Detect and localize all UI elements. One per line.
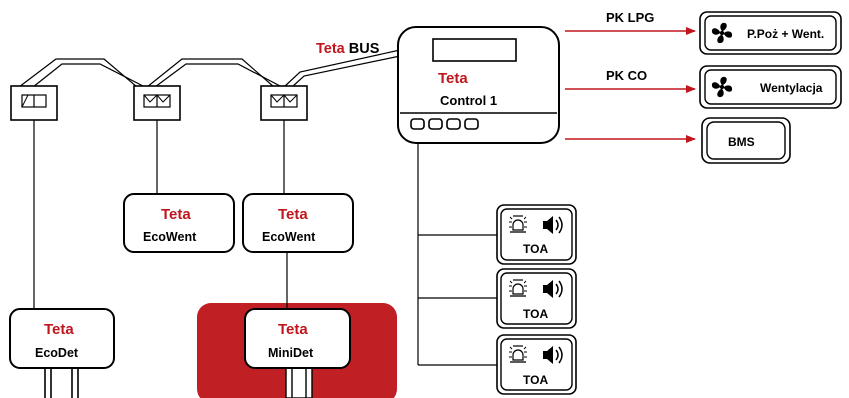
bus-label: Teta BUS: [316, 41, 380, 57]
controller-teta-control[interactable]: Teta Control 1: [397, 26, 560, 144]
junction-box-3: [260, 85, 308, 121]
toa-wiring: [417, 143, 498, 366]
output-arrows: [565, 27, 696, 143]
toa-signaller-2[interactable]: TOA: [496, 268, 577, 329]
device-wentylacja[interactable]: Wentylacja: [699, 65, 842, 109]
controller-name: Control 1: [440, 93, 497, 108]
device-bms[interactable]: BMS: [701, 117, 791, 164]
detector-name-minidet: MiniDet: [268, 346, 314, 360]
module-name-2: EcoWent: [262, 230, 316, 244]
controller-key-1[interactable]: [410, 118, 425, 130]
device-label-bms: BMS: [728, 135, 755, 149]
device-label-wentylacja: Wentylacja: [760, 81, 823, 95]
controller-key-4[interactable]: [464, 118, 479, 130]
detector-minidet[interactable]: Teta MiniDet: [244, 308, 351, 398]
detector-brand-minidet: Teta: [278, 321, 308, 338]
junction-box-2: [133, 85, 181, 121]
device-ppoz-went[interactable]: P.Poż + Went.: [699, 11, 842, 55]
toa-label-2: TOA: [523, 307, 548, 321]
module-brand-2: Teta: [278, 206, 308, 223]
controller-key-2[interactable]: [428, 118, 443, 130]
toa-label-1: TOA: [523, 242, 548, 256]
drop-lines: [33, 120, 288, 310]
module-ecowent-2[interactable]: Teta EcoWent: [242, 193, 354, 253]
module-brand-1: Teta: [161, 206, 191, 223]
module-ecowent-1[interactable]: Teta EcoWent: [123, 193, 235, 253]
controller-display: [432, 38, 517, 62]
toa-label-3: TOA: [523, 373, 548, 387]
junction-box-1: [10, 85, 58, 121]
detector-name-ecodet: EcoDet: [35, 346, 79, 360]
device-label-ppoz-went: P.Poż + Went.: [747, 27, 824, 41]
controller-brand: Teta: [438, 70, 468, 87]
toa-signaller-1[interactable]: TOA: [496, 204, 577, 265]
module-name-1: EcoWent: [143, 230, 197, 244]
detector-brand-ecodet: Teta: [44, 321, 74, 338]
controller-key-3[interactable]: [446, 118, 461, 130]
toa-signaller-3[interactable]: TOA: [496, 334, 577, 395]
detector-ecodet[interactable]: Teta EcoDet: [9, 308, 115, 398]
signal-pk-lpg: PK LPG: [606, 10, 654, 25]
bus-wiring: [18, 49, 401, 88]
signal-pk-co: PK CO: [606, 68, 647, 83]
